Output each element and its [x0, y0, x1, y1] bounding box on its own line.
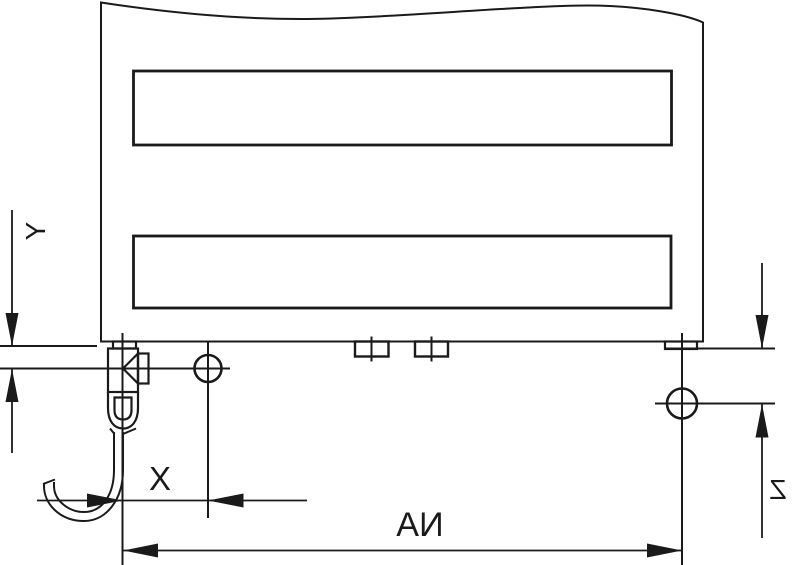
hook-pipe-outer	[43, 432, 124, 523]
x-arrow-left-icon	[208, 493, 244, 508]
na-arrow-right-icon	[647, 543, 682, 558]
radiator-body	[100, 1, 704, 343]
valve-taper-right	[122, 427, 137, 435]
radiator-outline	[100, 1, 704, 343]
right-connection-marker	[655, 333, 775, 565]
valve-outlet-box	[136, 352, 150, 385]
panel-slot-lower	[132, 234, 673, 310]
panel-slot-upper	[132, 69, 673, 147]
dim-y	[0, 210, 230, 453]
hook-pipe-end-cap	[42, 478, 56, 485]
left-connection-marker	[193, 342, 223, 518]
z-arrow-down-icon	[755, 315, 769, 349]
z-arrow-up-icon	[755, 404, 769, 438]
y-arrow-up-icon	[5, 369, 19, 402]
dim-na-label: NA	[396, 506, 444, 544]
left-connection-circle	[193, 353, 223, 384]
valve-assembly	[106, 340, 150, 435]
dim-z	[665, 263, 775, 538]
dim-x-label: X	[149, 460, 171, 497]
dim-z-label: Z	[769, 474, 786, 505]
dim-y-label: Y	[20, 221, 51, 240]
right-connection-circle	[665, 387, 699, 420]
drain-hook-pipe	[42, 432, 124, 523]
na-arrow-left-icon	[123, 543, 158, 558]
dim-x	[37, 493, 307, 508]
dim-na	[123, 543, 682, 558]
y-arrow-down-icon	[5, 313, 19, 346]
hook-pipe-inner	[53, 432, 115, 514]
x-arrow-right-icon	[87, 493, 123, 508]
